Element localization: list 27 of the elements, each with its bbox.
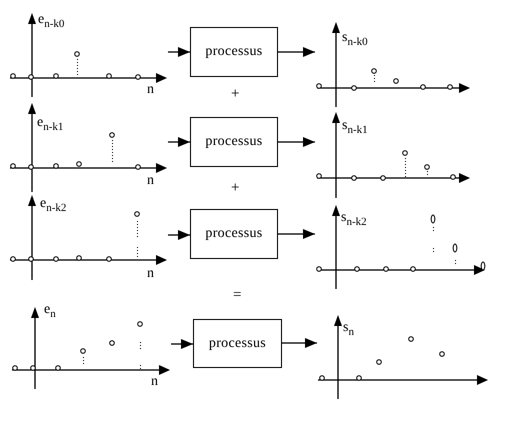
operator-symbol: = [233,288,242,303]
arrow [282,338,317,348]
axis-label: n [147,82,154,97]
arrow [168,47,190,57]
process-box: processus [190,27,278,77]
process-box: processus [190,209,278,259]
axis-label: s$_{n-k0}$ [342,30,368,45]
axis-label: s$_{n-k1}$ [342,118,368,133]
axis-label: n [147,173,154,188]
axis-label: s$_{n}$ [343,320,354,335]
arrow [171,339,193,349]
process-box: processus [193,319,282,368]
axis-label: s$_{n-k2}$ [341,210,367,225]
operator-symbol: + [231,181,240,196]
arrow [278,229,315,239]
axis-label: n [151,374,158,389]
process-box: processus [190,117,278,167]
axis-label: e$_{n-k0}$ [38,12,64,27]
arrow [278,137,315,147]
arrow [168,137,190,147]
axis-label: n [147,266,154,281]
axis-label: e$_{n-k2}$ [40,196,66,211]
arrow [278,47,315,57]
axis-label: e$_{n}$ [44,302,56,317]
arrow [168,230,190,240]
axis-label: e$_{n-k1}$ [37,115,64,130]
operator-symbol: + [231,87,240,102]
